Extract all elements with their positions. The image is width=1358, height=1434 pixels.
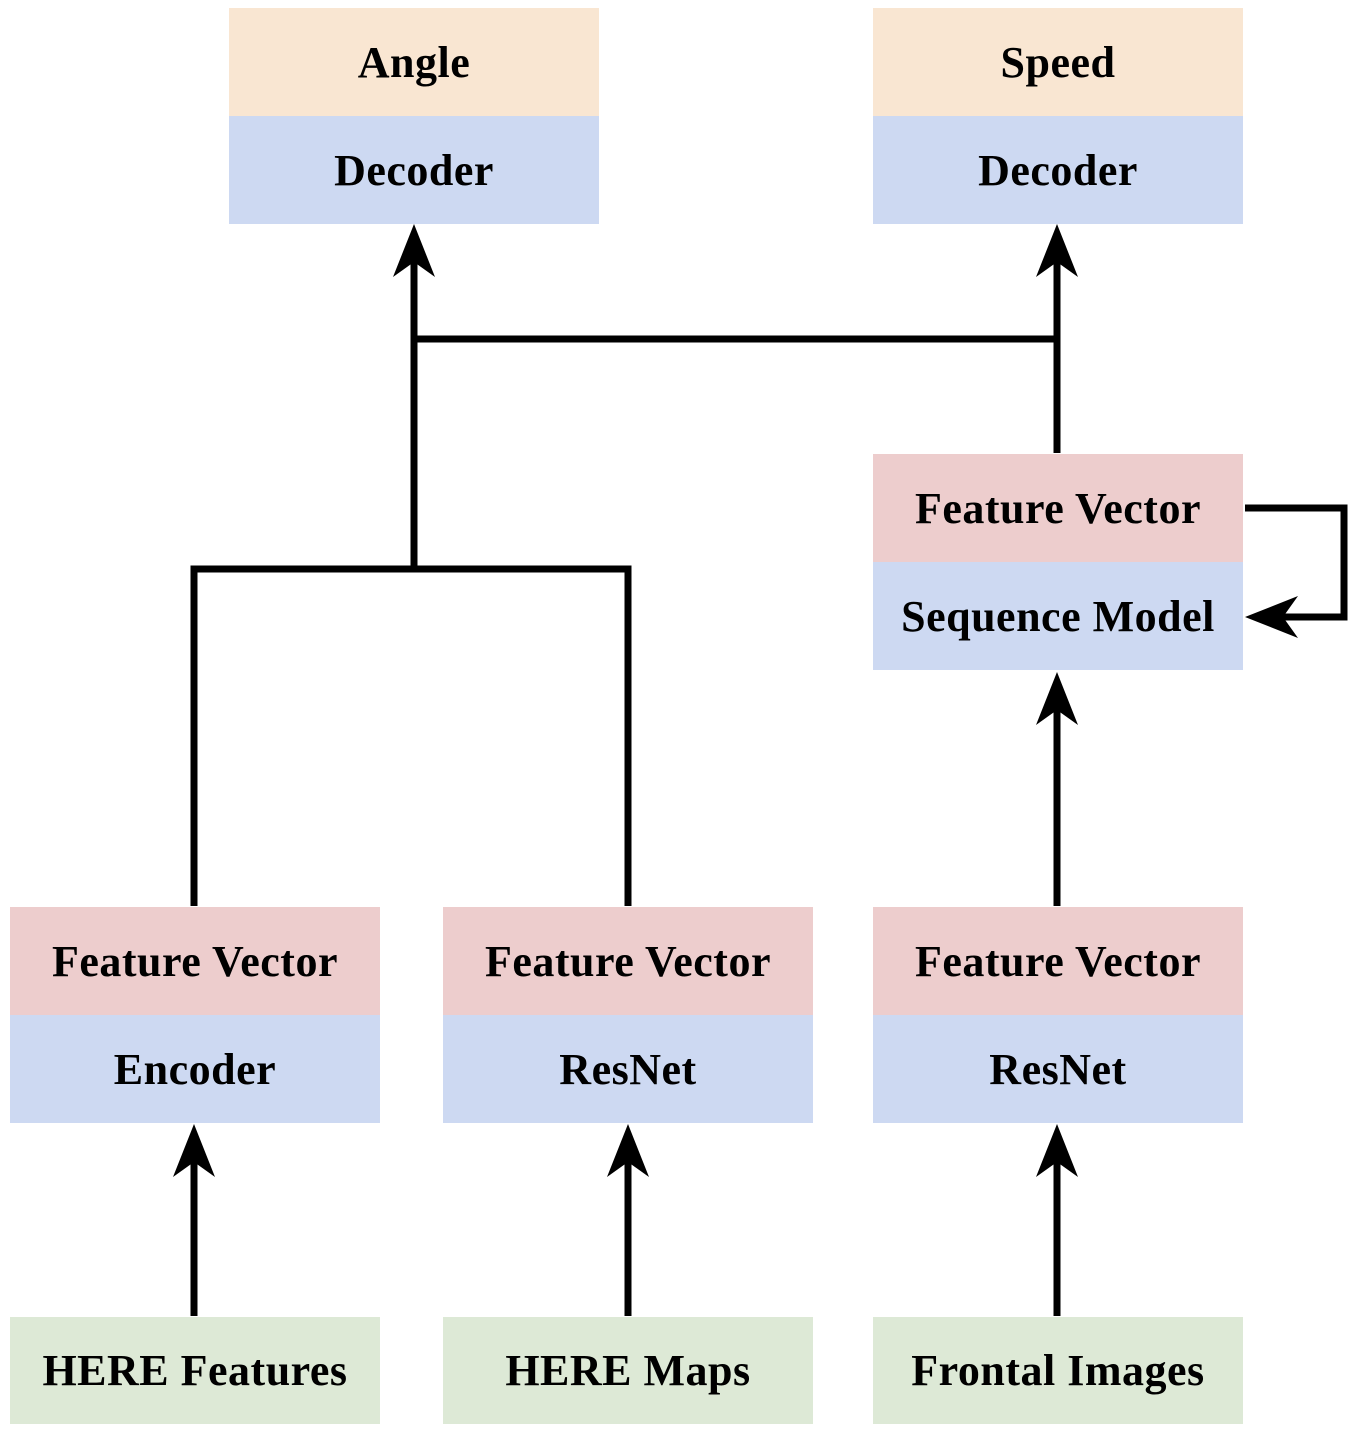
maps-resnet: ResNet <box>443 1015 813 1123</box>
angle-output: Angle <box>229 8 599 116</box>
speed-output: Speed <box>873 8 1243 116</box>
arrowhead-sequence-model <box>1036 672 1078 725</box>
arrowhead-resnet-maps <box>607 1124 649 1177</box>
arrowhead-angle-decoder <box>393 224 435 277</box>
encoder: Encoder <box>10 1015 380 1123</box>
here-features-input: HERE Features <box>10 1317 380 1424</box>
here-maps-input: HERE Maps <box>443 1317 813 1424</box>
sequence-feature-vector: Feature Vector <box>873 454 1243 562</box>
encoder-feature-vector: Feature Vector <box>10 907 380 1015</box>
images-feature-vector: Feature Vector <box>873 907 1243 1015</box>
arrowhead-speed-decoder <box>1036 224 1078 277</box>
speed-decoder: Decoder <box>873 116 1243 224</box>
recurrent-loop <box>1245 504 1348 621</box>
maps-feature-vector: Feature Vector <box>443 907 813 1015</box>
arrowhead-resnet-images <box>1036 1124 1078 1177</box>
arrowhead-recurrent <box>1245 596 1298 638</box>
angle-decoder: Decoder <box>229 116 599 224</box>
sequence-model: Sequence Model <box>873 562 1243 670</box>
merge-left-branches <box>190 565 632 906</box>
images-resnet: ResNet <box>873 1015 1243 1123</box>
arrowhead-encoder <box>173 1124 215 1177</box>
frontal-images-input: Frontal Images <box>873 1317 1243 1424</box>
